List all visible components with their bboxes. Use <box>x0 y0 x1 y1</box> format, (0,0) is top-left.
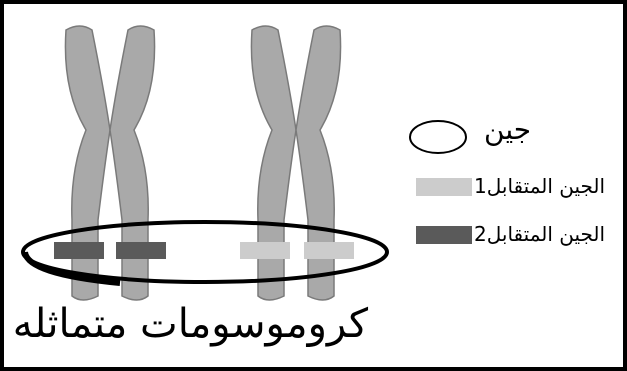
gene-ellipse-thick-edge <box>22 251 121 286</box>
legend-gene-label: جين <box>484 113 532 146</box>
allele2-left-a <box>54 242 104 259</box>
legend-allele1-swatch <box>416 178 472 196</box>
legend-allele2-swatch <box>416 226 472 244</box>
allele2-left-b <box>116 242 166 259</box>
gene-locus-ellipse <box>21 220 389 284</box>
chromatid-left-b <box>109 25 156 301</box>
legend-allele2-label: الجين المتقابل2 <box>474 222 606 246</box>
legend-allele1-label: الجين المتقابل1 <box>474 174 606 198</box>
chromatid-right-a <box>250 25 297 301</box>
allele1-right-a <box>240 242 290 259</box>
legend-gene-ellipse <box>409 120 467 154</box>
allele1-right-b <box>304 242 354 259</box>
diagram-caption: كروموسومات متماثله <box>12 301 368 347</box>
